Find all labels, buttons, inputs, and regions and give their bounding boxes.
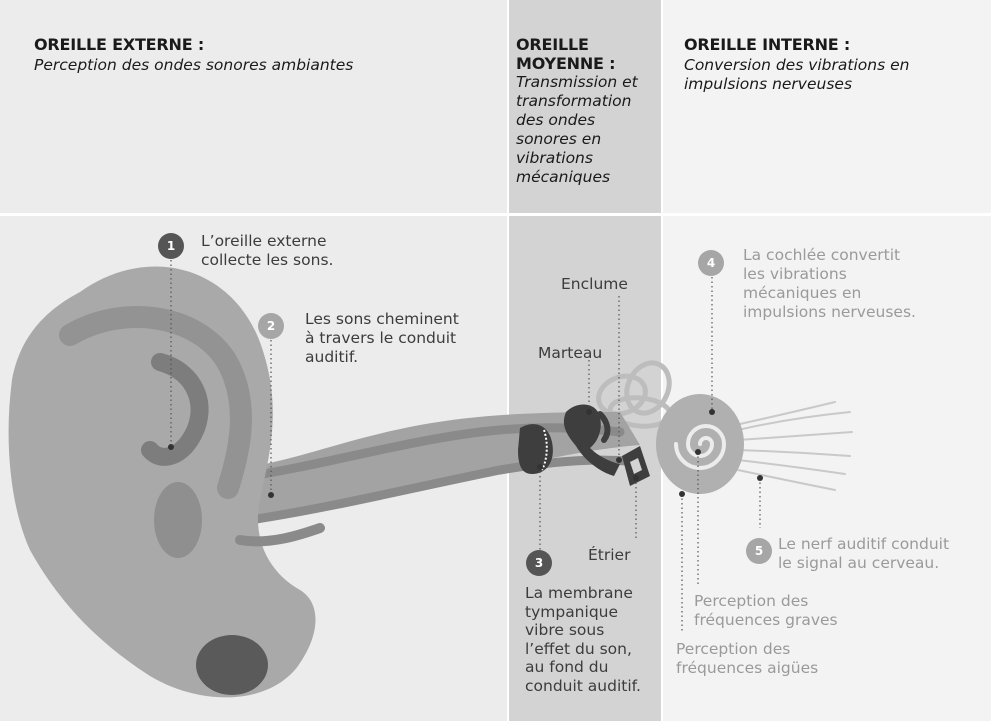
inner-ear-header: OREILLE INTERNE : Conversion des vibrati… (684, 35, 984, 94)
step-4-badge: 4 (698, 250, 724, 276)
middle-ear-subtitle-line-6: mécaniques (516, 168, 611, 186)
middle-ear-subtitle-line-3: des ondes (516, 111, 596, 129)
outer-ear-subtitle: Perception des ondes sonores ambiantes (34, 56, 354, 74)
low-frequency-label: Perception des fréquences graves (694, 592, 838, 629)
outer-ear-header-panel (0, 0, 507, 213)
auricle (8, 266, 325, 698)
inner-ear-header-panel (663, 0, 991, 213)
inner-ear-subtitle-line-1: Conversion des vibrations en (684, 56, 910, 74)
middle-ear-title-line-2: MOYENNE : (516, 54, 616, 73)
etrier-label: Étrier (588, 546, 631, 564)
middle-ear-subtitle-line-4: sonores en (516, 130, 602, 148)
step-5-badge: 5 (746, 538, 772, 564)
step-1-badge: 1 (158, 233, 184, 259)
auditory-nerve-fibers (737, 401, 853, 491)
middle-ear-subtitle-line-2: transformation (516, 92, 632, 110)
step-3-text: La membrane tympanique vibre sous l’effe… (525, 584, 641, 695)
middle-ear-subtitle-line-5: vibrations (516, 149, 593, 167)
step-1-text: L’oreille externe collecte les sons. (201, 232, 334, 269)
marteau-label: Marteau (538, 344, 603, 362)
leader-lines (170, 260, 761, 632)
leader-dots (168, 409, 763, 498)
ossicles (518, 404, 650, 486)
step-3-badge: 3 (526, 550, 552, 576)
enclume-label: Enclume (561, 275, 628, 293)
step-4-text: La cochlée convertit les vibrations méca… (743, 246, 916, 321)
step-2-text: Les sons cheminent à travers le conduit … (305, 310, 459, 366)
cochlea (656, 394, 744, 494)
step-5-text: Le nerf auditif conduit le signal au cer… (778, 535, 950, 572)
middle-ear-subtitle-line-1: Transmission et (516, 73, 638, 91)
middle-ear-header: OREILLE MOYENNE : Transmission et transf… (516, 35, 658, 187)
middle-ear-title-line-1: OREILLE (516, 35, 589, 54)
inner-ear-subtitle-line-2: impulsions nerveuses (684, 75, 853, 93)
outer-ear-title: OREILLE EXTERNE : (34, 35, 205, 54)
middle-ear-header-panel (509, 0, 661, 213)
high-frequency-label: Perception des fréquences aigües (676, 640, 819, 677)
step-2-badge: 2 (258, 313, 284, 339)
outer-ear-header: OREILLE EXTERNE : Perception des ondes s… (34, 35, 494, 75)
inner-ear-title: OREILLE INTERNE : (684, 35, 851, 54)
